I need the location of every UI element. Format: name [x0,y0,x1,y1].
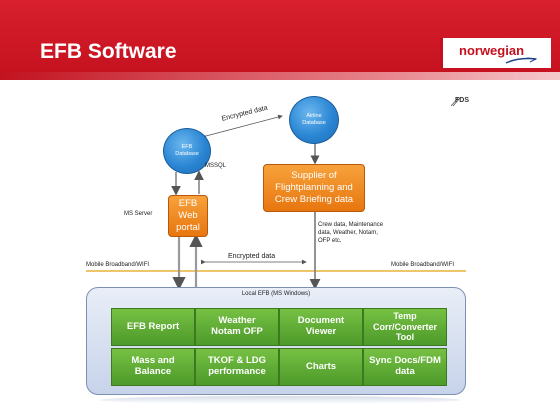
brand-name: norwegian [459,43,525,58]
module-sync-docs-fdm-data: Sync Docs/FDM data [363,348,447,386]
network-label-left: Mobile Broadband/WIFI [86,262,150,268]
encrypted-link-top [201,114,283,140]
module-mass-and-balance: Mass and Balance [111,348,195,386]
mssql-label: MSSQL [205,163,227,169]
crew-data-label: Crew data, Maintenance data, Weather, No… [318,222,384,244]
network-label-right: Mobile Broadband/WIFI [391,262,455,268]
module-tkof-ldg-performance: TKOF & LDG performance [195,348,279,386]
ms-server-label: MS Server [124,211,153,217]
module-weather-notam-ofp: Weather Notam OFP [195,308,279,346]
fds-badge: FDS [455,97,469,104]
slide-title: EFB Software [40,40,177,63]
swoosh-icon [505,57,537,64]
module-charts: Charts [279,348,363,386]
efb-database-node: EFB Database [163,128,211,174]
module-temp-corr-converter-tool: Temp Corr/Converter Tool [363,308,447,346]
airline-database-node: Airline Database [289,96,339,144]
container-shadow [100,396,460,404]
efb-web-portal-node: EFB Web portal [168,195,208,237]
fds-logo-icon [450,97,461,107]
module-document-viewer: Document Viewer [279,308,363,346]
local-efb-label: Local EFB (MS Windows) [241,291,311,297]
module-efb-report: EFB Report [111,308,195,346]
encrypted-data-mid-label: Encrypted data [228,253,276,260]
supplier-node: Supplier of Flightplanning and Crew Brie… [263,164,365,212]
header-strip [0,72,560,80]
brand-logo: norwegian [440,38,551,68]
